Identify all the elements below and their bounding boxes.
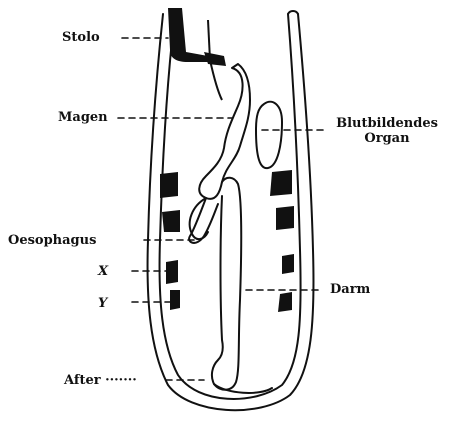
inner-body-wall bbox=[160, 14, 301, 399]
intestine bbox=[189, 178, 241, 390]
label-y: Y bbox=[98, 296, 107, 311]
muscle-band-right-3 bbox=[282, 254, 294, 274]
muscle-band-right-1 bbox=[270, 170, 292, 196]
wall-top-right bbox=[288, 11, 298, 14]
stolo-branch-2 bbox=[210, 60, 222, 100]
stolo-shape bbox=[168, 8, 210, 62]
muscle-band-left-4 bbox=[170, 290, 180, 310]
stolo-cap bbox=[204, 52, 226, 66]
label-magen: Magen bbox=[58, 110, 108, 125]
blood-forming-organ bbox=[256, 102, 282, 168]
muscle-band-left-3 bbox=[166, 260, 178, 284]
label-darm: Darm bbox=[330, 282, 370, 297]
label-oesophagus: Oesophagus bbox=[8, 233, 96, 248]
label-stolo: Stolo bbox=[62, 30, 100, 45]
muscle-band-left-1 bbox=[160, 172, 178, 198]
muscle-band-right-4 bbox=[278, 292, 292, 312]
label-blutbildendes: Blutbildendes bbox=[328, 116, 446, 131]
muscle-band-right-2 bbox=[276, 206, 294, 230]
label-after: After ······· bbox=[64, 373, 137, 388]
muscle-band-left-2 bbox=[162, 210, 180, 232]
label-x: X bbox=[98, 264, 108, 279]
label-organ: Organ bbox=[328, 131, 446, 146]
anus-loop bbox=[214, 384, 272, 393]
